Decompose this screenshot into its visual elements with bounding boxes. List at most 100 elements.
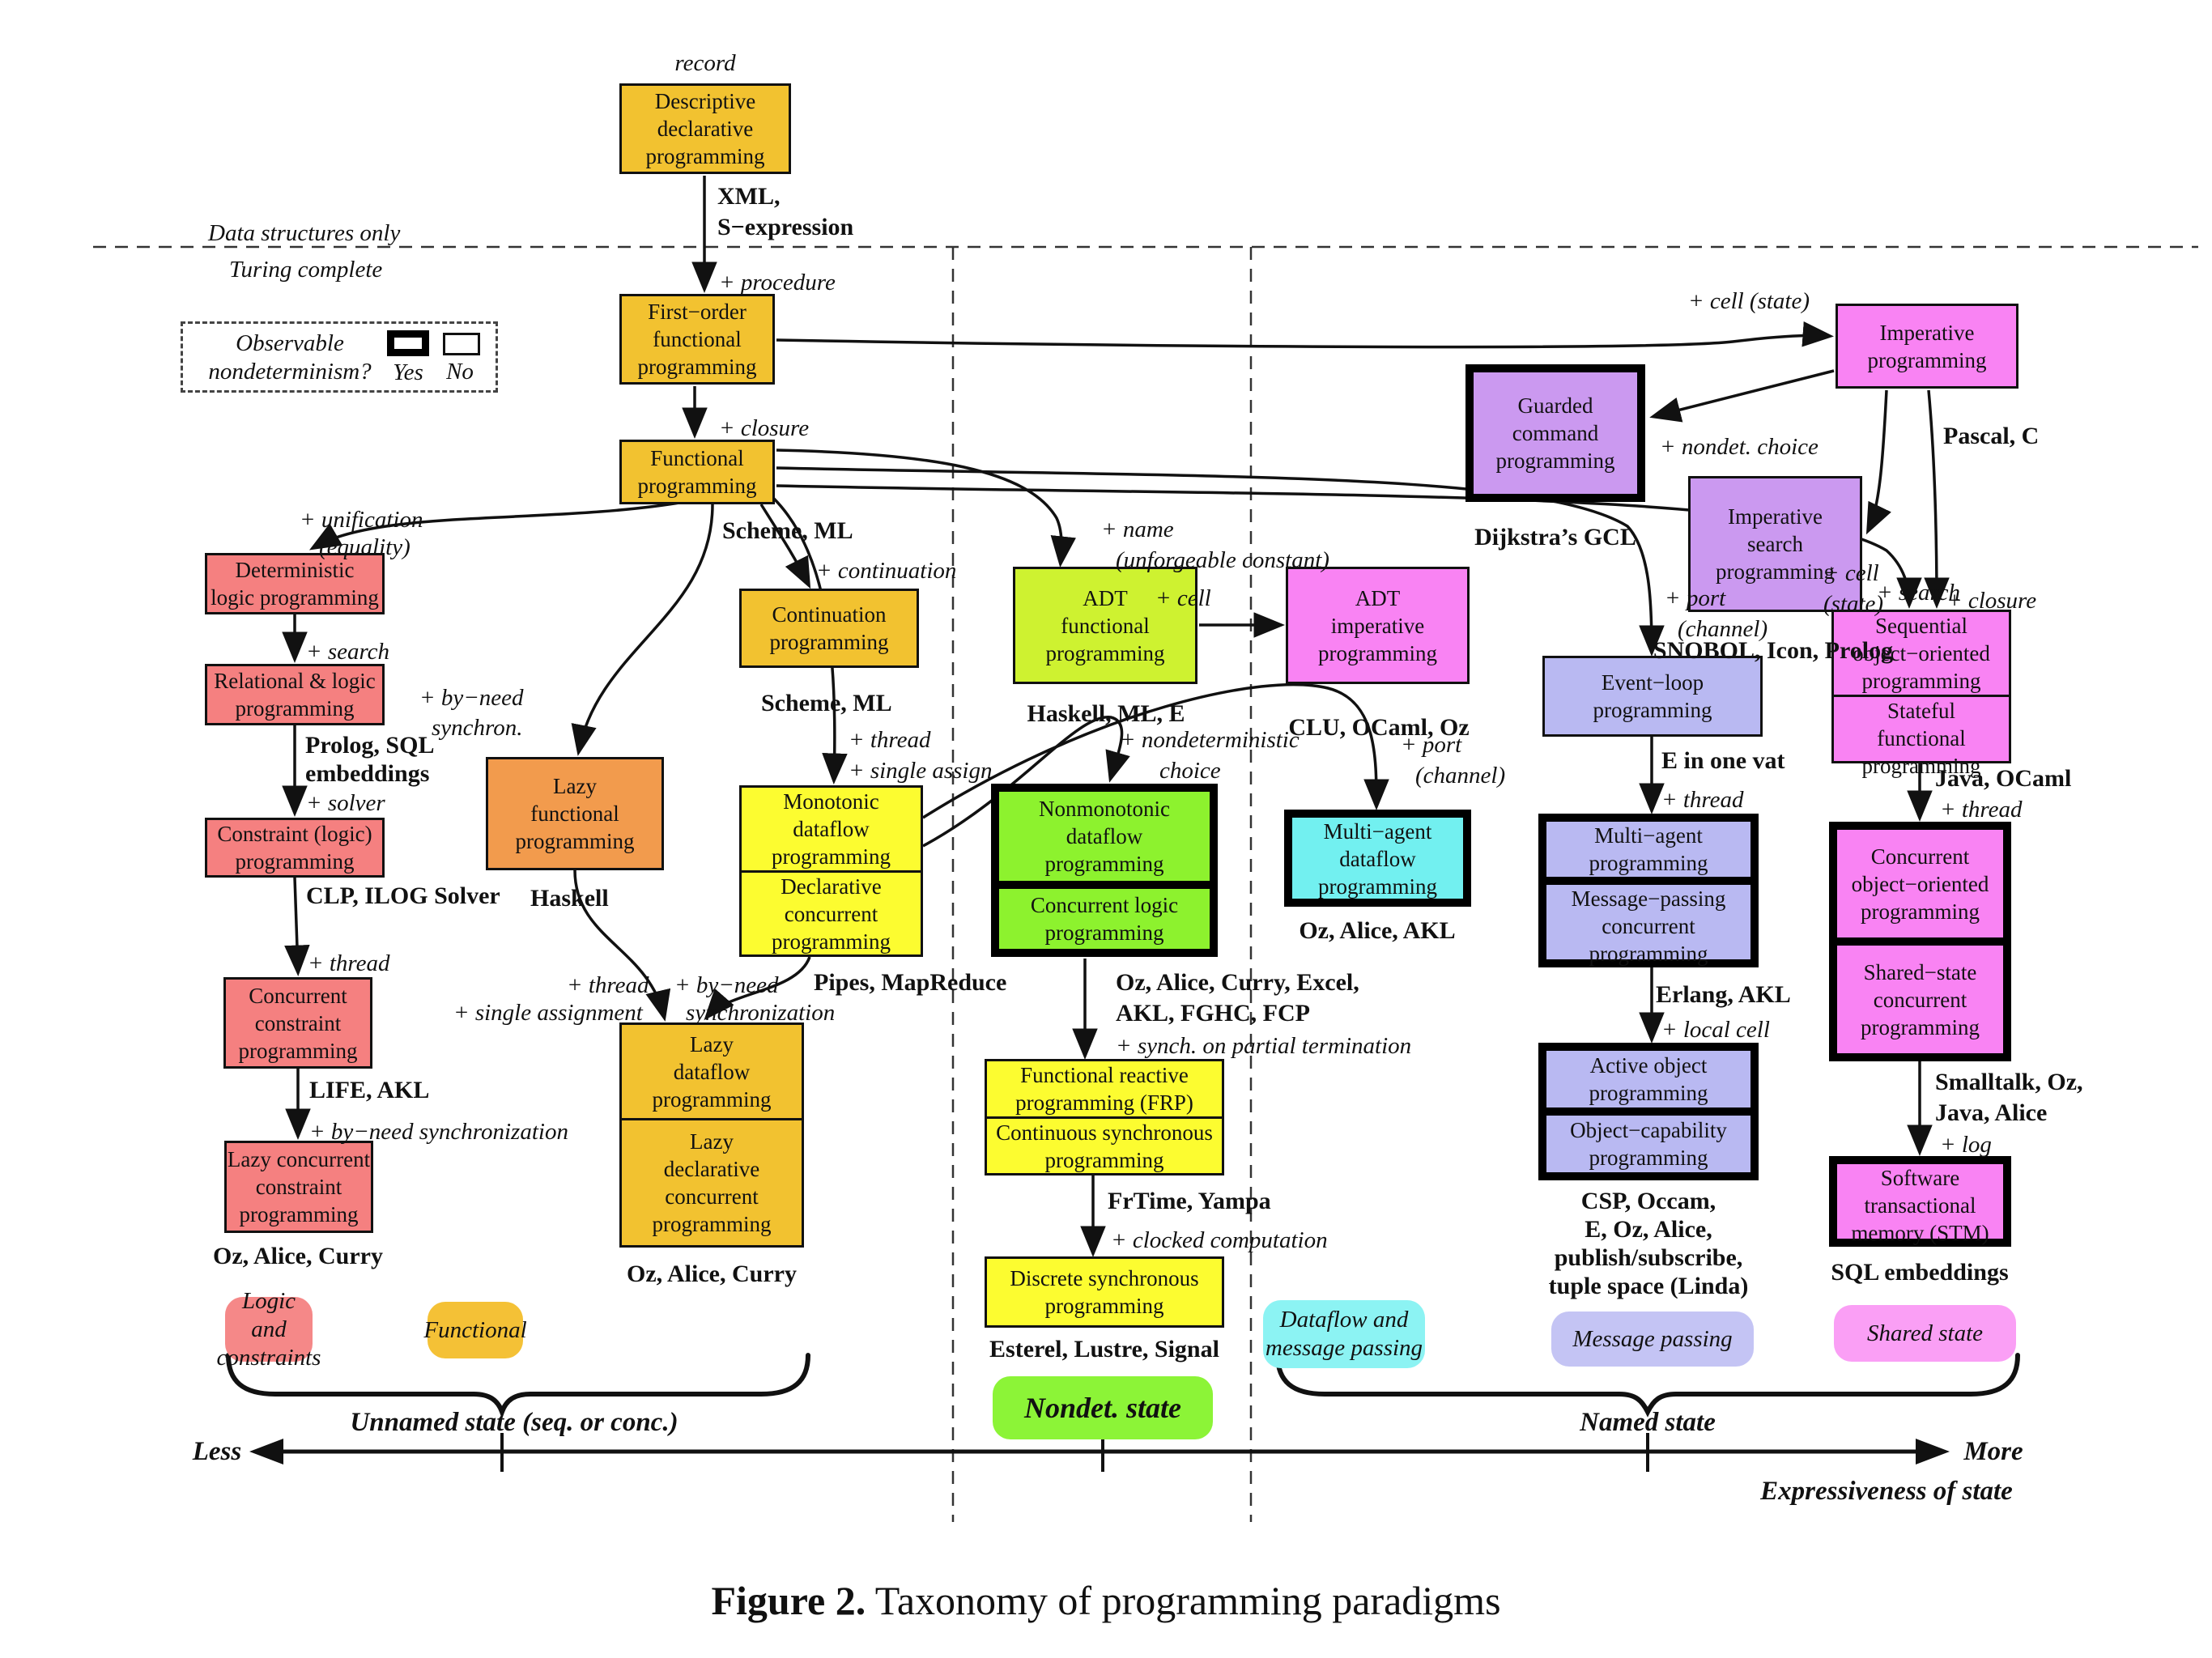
node-text-line: programming [1589,851,1708,875]
node-text-line: Concurrent logic [1030,893,1179,918]
tag-functional-tag: Functional [423,1302,527,1358]
node-text-line: Relational & logic [214,669,376,693]
label-plus-log: + log [1940,1132,1992,1158]
label-plus-procedure: + procedure [719,270,836,295]
node-text-line: Imperative [1728,504,1823,529]
node-text-line: programming [1044,920,1164,946]
label-synchron-f: synchron. [432,715,523,741]
label-plus-thread-oo: + thread [1940,797,2023,823]
label-oz-excel: Oz, Alice, Curry, Excel, [1116,969,1359,996]
tag-text-line: Logic and [241,1287,296,1342]
tag-text-line: Shared state [1866,1320,1984,1346]
legend-yes-label: Yes [393,359,423,385]
node-text-line: Descriptive [654,89,756,113]
label-plus-byneed-sync-left: + by−need synchronization [309,1119,568,1145]
label-xml-line2: S−expression [717,214,854,240]
node-text-line: dataflow [1066,824,1143,849]
label-oz-alice-curry-lazy: Oz, Alice, Curry [627,1261,797,1287]
node-text-line: First−order [648,300,747,324]
label-xml-line1: XML, [717,183,781,210]
label-channel-event: (channel) [1678,616,1768,642]
node-text-line: programming [1589,1081,1708,1105]
node-text-line: declarative [657,117,754,141]
node-text-line: programming [1044,1294,1164,1318]
label-choice: choice [1159,758,1221,784]
label-plus-search-left: + search [306,639,390,665]
node-text-line: Shared−state [1863,959,1977,984]
node-text-line: concurrent [1602,914,1695,938]
label-plus-single-assignment: + single assignment [453,1000,643,1026]
zone-label-data-structures: Data structures only [208,220,401,246]
node-text-line: Software [1880,1166,1960,1190]
label-smalltalk-oz: Smalltalk, Oz, [1935,1069,2083,1095]
node-text-line: programming [1044,1148,1164,1172]
node-text-line: memory (STM) [1851,1221,1989,1245]
node-text-line: functional [1061,613,1150,638]
node-text-line: programming [1318,640,1437,665]
node-text-line: programming [515,829,635,853]
node-text-line: concurrent [1873,987,1967,1012]
label-snobol-icon-prolog: SNOBOL, Icon, Prolog [1653,637,1894,664]
node-text-line: Active object [1589,1053,1708,1078]
node-constraint-logic: Constraint (logic)programming [205,818,385,878]
label-plus-nondet-choice: + nondet. choice [1660,434,1819,460]
node-text-line: Event−loop [1601,670,1704,695]
node-text-line: programming [1593,698,1712,722]
node-text-line: programming [1318,874,1437,899]
label-plus-cell-state-top: + cell (state) [1688,288,1810,314]
node-text-line: Constraint (logic) [217,822,372,846]
node-text-line: Concurrent [249,983,347,1008]
label-plus-port-dataflow: + port [1401,732,1462,758]
zone-label-turing-complete: Turing complete [229,257,383,283]
tag-message-passing: Message passing [1551,1312,1754,1367]
label-erlang-akl: Erlang, AKL [1656,981,1791,1008]
node-text-line: dataflow [1339,847,1416,871]
label-csp-4: tuple space (Linda) [1548,1273,1749,1299]
tag-text-line: Functional [423,1316,527,1343]
node-text-line: programming [652,1086,772,1112]
legend-question-line2: nondeterminism? [208,359,372,385]
node-text-line: functional [1877,726,1966,750]
tag-text-line: Nondet. state [1024,1391,1181,1424]
node-text-line: programming [1861,1014,1980,1039]
node-text-line: Sequential [1875,614,1967,638]
node-text-line: programming [235,696,355,721]
axis-more-label: More [1963,1437,2023,1466]
label-frtime-yampa: FrTime, Yampa [1108,1188,1271,1214]
node-text-line: dataflow [793,817,870,841]
node-text-line: ADT [1355,585,1401,610]
label-plus-thread-left: + thread [308,950,390,976]
tag-text-line: Dataflow and [1279,1307,1409,1333]
node-section: Relational & logic programming [207,666,382,723]
node-text-line: Message−passing [1571,886,1726,911]
label-plus-synch-partial: + synch. on partial termination [1116,1033,1412,1059]
label-plus-unification: + unification [300,507,423,533]
label-plus-cell-adt: + cell [1155,585,1211,611]
node-text-line: functional [653,327,742,351]
node-section: Active object programming [1546,1051,1750,1107]
label-csp-2: E, Oz, Alice, [1585,1216,1712,1243]
node-text-line: Continuation [772,602,887,627]
label-plus-cell-seq: + cell [1823,560,1879,586]
node-text-line: constraint [254,1010,342,1035]
node-text-line: Concurrent [1870,844,1970,869]
